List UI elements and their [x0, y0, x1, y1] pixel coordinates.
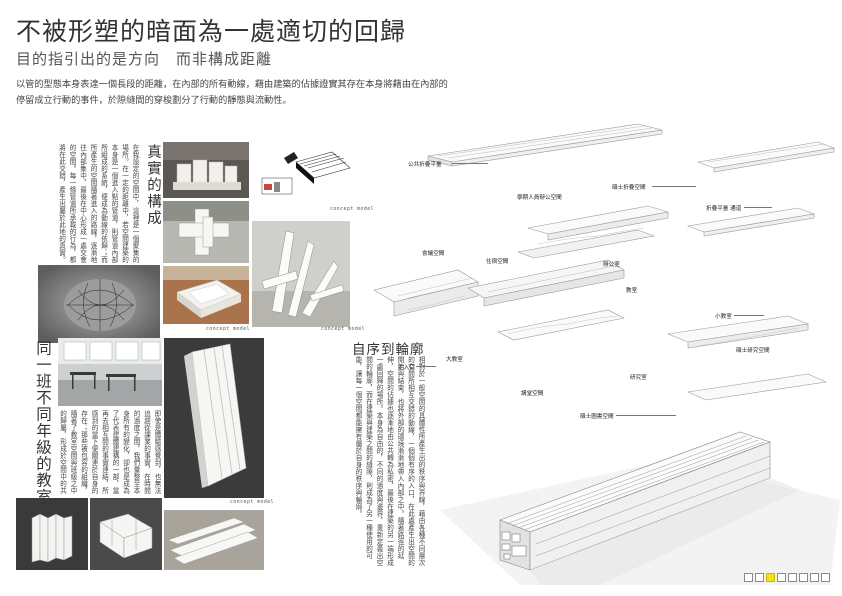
concept-model-photo-3	[163, 266, 249, 324]
label-graduate-research: 碩士研究空間	[736, 348, 770, 354]
label-classroom: 教室	[626, 288, 638, 294]
leader-line	[734, 315, 764, 316]
leader-line	[416, 366, 436, 367]
page-indicator-box[interactable]	[744, 573, 753, 582]
page-indicator-box[interactable]	[766, 573, 775, 582]
order-section-heading: 自序到輪廓	[352, 342, 425, 358]
intro-paragraph: 以管的型態本身表達一個長段的距離，在內部的所有動線，藉由建築的佔據證實其存在本身…	[16, 79, 448, 106]
page-subtitle: 目的指引出的是方向 而非構成距離	[16, 50, 273, 68]
label-public-corridor: 公共折疊平臺	[408, 162, 442, 168]
label-folding-passage: 折疊平臺 通道	[706, 206, 742, 212]
leader-line	[616, 415, 676, 416]
page-indicator-box[interactable]	[755, 573, 764, 582]
leader-line	[652, 186, 696, 187]
tube-bundle-render	[440, 431, 840, 585]
classroom-photo	[58, 338, 162, 406]
class-section-heading: 同一班不同年級的教室	[34, 340, 52, 505]
page-indicator-box[interactable]	[788, 573, 797, 582]
label-entrance: 主入口	[398, 365, 415, 371]
label-research-room: 研究室	[630, 375, 647, 381]
concept-model-photo-4	[252, 221, 350, 327]
real-section-body: 在我設定的空間中，這裡是一個聚集的場所。在一定的距離中，若空間建築的本身是一個進…	[57, 144, 140, 263]
caption-model-3: concept model	[321, 327, 366, 332]
label-graduate-reading: 碩士圖書空間	[580, 414, 614, 420]
page-indicator-box[interactable]	[799, 573, 808, 582]
page-indicator-box[interactable]	[810, 573, 819, 582]
real-section-heading: 真實的構成	[145, 144, 161, 227]
leader-line	[452, 163, 488, 164]
caption-model-5: concept model	[230, 500, 275, 505]
exploded-axonometric-diagram	[373, 123, 836, 401]
page-indicator-box[interactable]	[777, 573, 786, 582]
caption-model-1: concept model	[206, 327, 251, 332]
class-section-body: 即使是體驗感覺到，也無法追趕從課業的事實，在時間的過度之間，我們彙整至本身所有的…	[58, 410, 162, 494]
folded-panel-photo-2	[90, 498, 162, 570]
label-large-classroom: 大教室	[446, 357, 463, 363]
folded-panel-photo-1	[16, 498, 88, 570]
label-bachelor-space: 學期人員辦公空間	[517, 195, 562, 201]
leader-line	[744, 207, 772, 208]
page-title: 不被形塑的暗面為一處適切的回歸	[16, 17, 407, 46]
page-indicator-box[interactable]	[821, 573, 830, 582]
concept-model-photo-2	[163, 201, 249, 263]
label-graduate-space: 碩士折疊空間	[612, 185, 646, 191]
concept-sketch-drawing	[254, 142, 358, 204]
label-lecture-space: 講堂空間	[521, 391, 544, 397]
label-office: 辦公室	[603, 262, 620, 268]
page-indicator	[744, 573, 830, 582]
label-meeting-space: 會議空間	[422, 251, 445, 257]
label-small-classroom: 小教室	[715, 314, 732, 320]
concept-model-photo-5	[164, 338, 264, 498]
caption-model-2: concept model	[330, 207, 375, 212]
wire-sphere-photo	[38, 265, 160, 343]
label-lodging-space: 住宿空間	[486, 259, 509, 265]
concept-model-photo-1	[163, 142, 249, 198]
order-section-body: 相對於一般空間的具體性所產生出的秩序與界線，藉由各種不同層次的空間所相互交錯的動…	[354, 356, 425, 566]
stacked-bars-photo	[164, 510, 264, 570]
